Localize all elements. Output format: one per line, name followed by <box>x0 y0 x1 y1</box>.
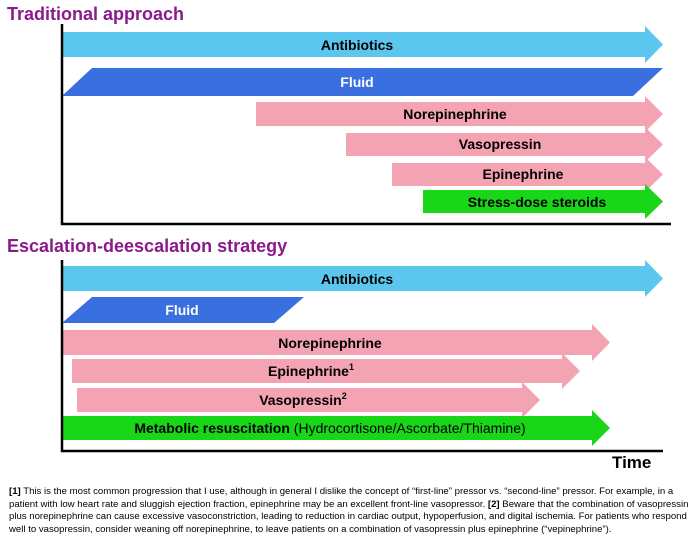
bar-label-norepinephrine-escalation: Norepinephrine <box>278 335 382 351</box>
bar-antibiotics-escalation <box>62 260 663 297</box>
bar-label-metabolic-plain: (Hydrocortisone/Ascorbate/Thiamine) <box>290 420 526 436</box>
bar-epinephrine-traditional <box>392 157 663 192</box>
footnote-text-1: This is the most common progression that… <box>9 486 674 510</box>
section-title-escalation: Escalation-deescalation strategy <box>7 236 288 256</box>
bar-label-antibiotics-escalation: Antibiotics <box>321 271 394 287</box>
bar-epinephrine-escalation <box>72 353 580 389</box>
bar-label-fluid-escalation: Fluid <box>165 302 198 318</box>
footnote-text-2: Beware that the combination of vasopress… <box>9 498 689 535</box>
bar-vasopressin-escalation <box>77 382 540 418</box>
bar-label-epinephrine-traditional: Epinephrine <box>483 166 564 182</box>
bar-label-vasopressin-traditional: Vasopressin <box>459 136 542 152</box>
bar-label-fluid-traditional: Fluid <box>340 74 373 90</box>
bar-label-vasopressin-text: Vasopressin <box>259 392 342 408</box>
bar-steroids-traditional <box>423 184 663 219</box>
bar-fluid-traditional <box>62 68 663 96</box>
bar-label-epinephrine-text: Epinephrine <box>268 363 349 379</box>
bar-vasopressin-traditional <box>346 127 663 162</box>
bar-metabolic-escalation <box>62 410 610 446</box>
footnote-ref-1-label: [1] <box>9 486 21 497</box>
footnote-ref-1: 1 <box>349 362 354 372</box>
bar-label-norepinephrine-traditional: Norepinephrine <box>403 106 507 122</box>
bar-label-metabolic-bold: Metabolic resuscitation <box>134 420 290 436</box>
axis-label-time: Time <box>612 453 651 472</box>
footnote-ref-2-label: [2] <box>487 498 500 510</box>
bar-label-metabolic-escalation: Metabolic resuscitation (Hydrocortisone/… <box>134 420 525 436</box>
bar-fluid-escalation <box>62 297 304 323</box>
timeline-diagram: Antibiotics Fluid Norepinephrine Vasopre… <box>60 24 671 472</box>
bar-label-steroids-traditional: Stress-dose steroids <box>468 194 607 210</box>
bar-norepinephrine-escalation <box>62 324 610 361</box>
footnote-ref-2: 2 <box>342 391 347 401</box>
footnotes: [1] This is the most common progression … <box>9 486 693 536</box>
bar-label-vasopressin-escalation: Vasopressin2 <box>259 391 347 408</box>
bar-label-epinephrine-escalation: Epinephrine1 <box>268 362 354 379</box>
bar-norepinephrine-traditional <box>256 96 663 132</box>
bar-antibiotics-traditional <box>62 26 663 63</box>
section-title-traditional: Traditional approach <box>7 4 185 24</box>
bar-label-antibiotics-traditional: Antibiotics <box>321 37 394 53</box>
